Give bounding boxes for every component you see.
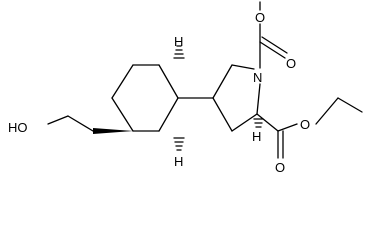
ester-ether-o-label: O xyxy=(300,117,310,132)
bond xyxy=(67,115,94,132)
cyclohexane-ring xyxy=(111,64,179,132)
bond xyxy=(315,97,339,125)
stereo-hash-c3 xyxy=(253,118,264,128)
bond xyxy=(231,64,255,70)
carbamate-ether-o-label: O xyxy=(255,10,265,25)
double-bond xyxy=(259,41,286,59)
bond xyxy=(256,83,261,115)
carbamate-carbonyl-o-label: O xyxy=(286,56,296,71)
bond xyxy=(158,64,179,99)
bond xyxy=(231,113,258,132)
methyl-carbamate-group xyxy=(259,1,288,69)
molecule-structure: H H H N O O O O HO xyxy=(8,1,363,175)
stereo-h-bottom-label: H xyxy=(174,154,183,169)
hydroxyl-label: HO xyxy=(8,120,28,135)
bond xyxy=(212,64,233,99)
stereo-hash-top xyxy=(173,45,185,59)
bond xyxy=(47,115,69,125)
bond xyxy=(277,123,298,132)
bond xyxy=(256,113,279,132)
bond xyxy=(337,97,363,113)
bond xyxy=(111,64,134,99)
bond xyxy=(111,97,134,132)
stereo-h-c3-label: H xyxy=(252,129,261,144)
stereo-hash-bottom xyxy=(173,137,185,151)
bond xyxy=(212,97,233,132)
stereo-wedge xyxy=(93,128,133,134)
structure-canvas: H H H N O O O O HO xyxy=(8,1,363,175)
double-bond xyxy=(261,36,288,54)
ethyl-ester-group xyxy=(256,97,363,159)
stereo-h-top-label: H xyxy=(174,34,183,49)
nitrogen-label: N xyxy=(253,70,262,85)
bond xyxy=(158,97,179,132)
piperidine-ring xyxy=(177,64,261,132)
ester-carbonyl-o-label: O xyxy=(275,160,285,175)
hydroxymethyl-group xyxy=(47,115,133,134)
